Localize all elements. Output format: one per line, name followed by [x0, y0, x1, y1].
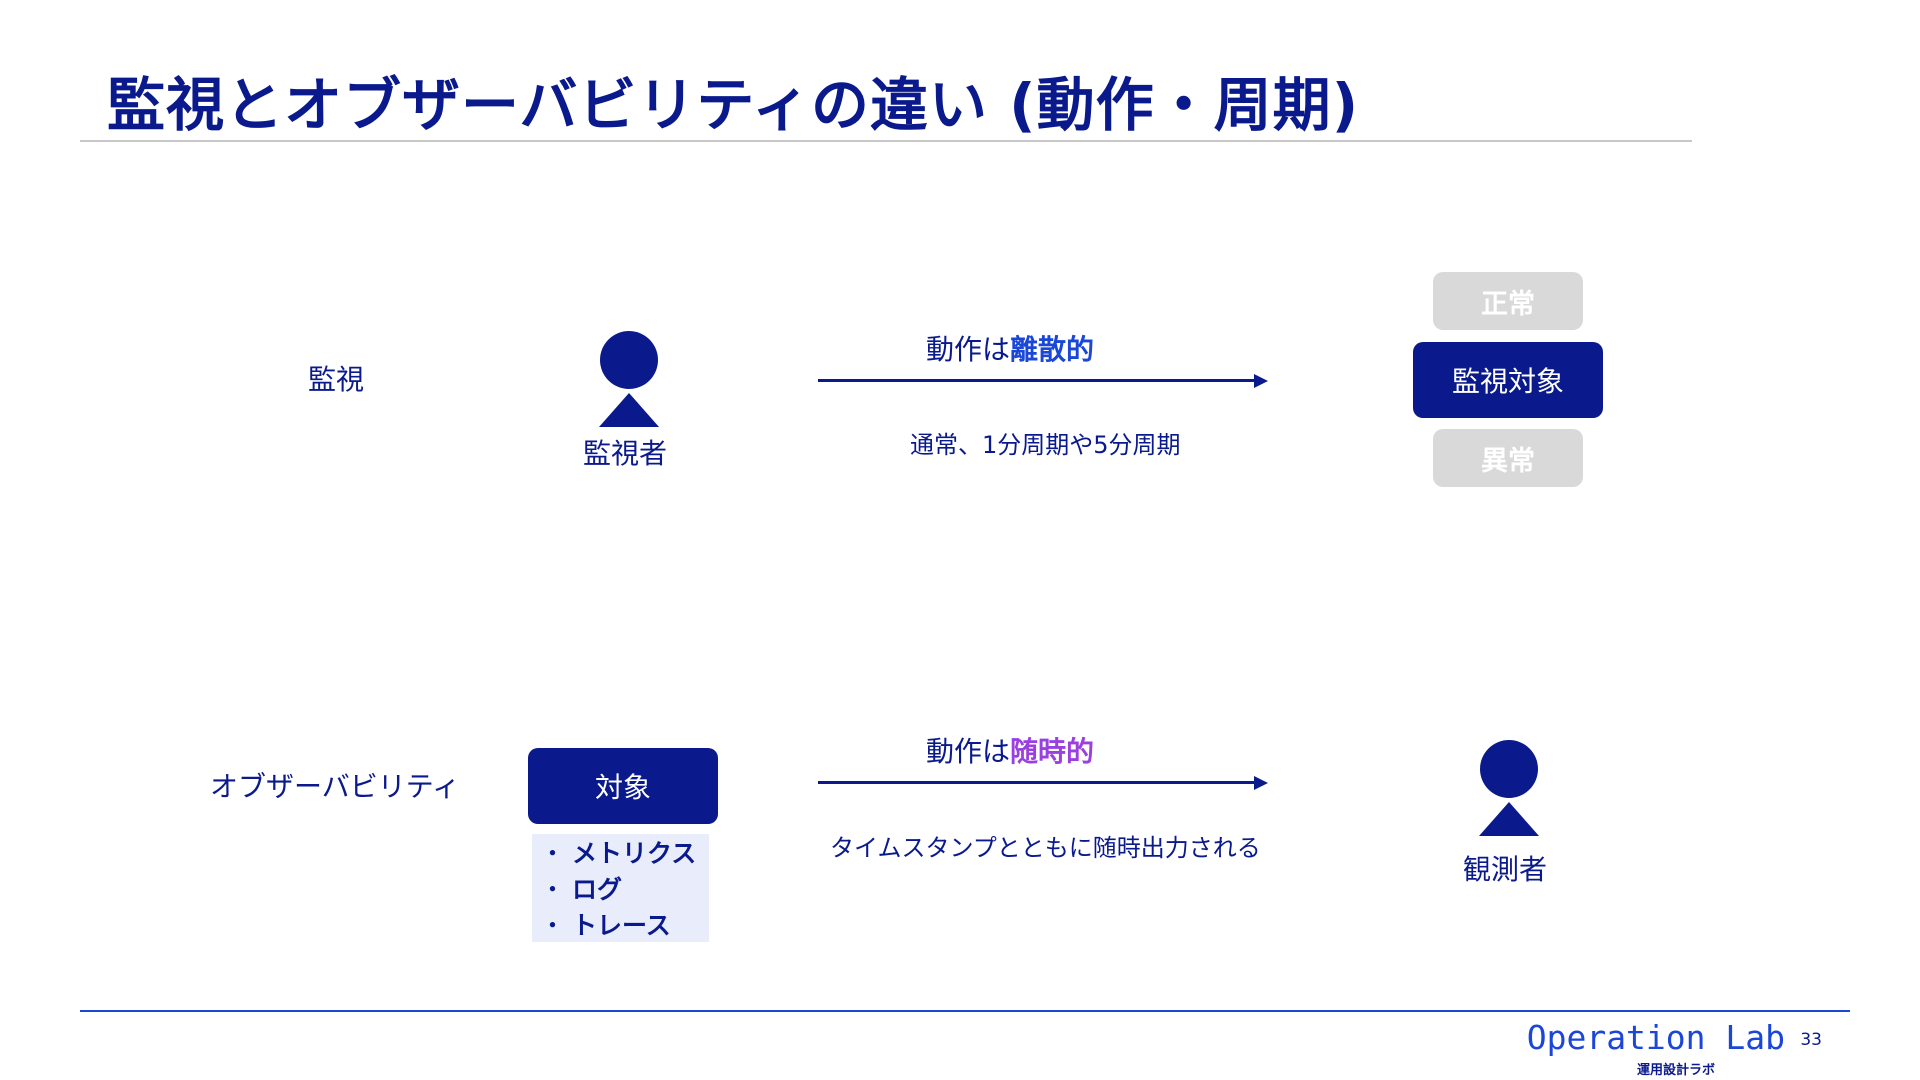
list-item: ・ メトリクス: [532, 834, 709, 870]
monitoring-target-box: 監視対象: [1413, 342, 1603, 418]
person-body: [1479, 802, 1539, 836]
observability-row-label: オブザーバビリティ: [210, 770, 461, 803]
bullet: ・: [540, 839, 566, 868]
brand-subtitle: 運用設計ラボ: [1636, 1063, 1715, 1078]
footer-divider: [80, 1010, 1850, 1012]
observability-arrow-line: [818, 781, 1256, 784]
signal-list: ・ メトリクス ・ ログ ・ トレース: [532, 834, 709, 942]
monitoring-arrow: [818, 374, 1268, 388]
monitoring-arrow-label-highlight: 離散的: [1010, 333, 1095, 366]
monitor-caption: 監視者: [583, 437, 668, 470]
signal-traces: トレース: [572, 911, 671, 940]
signal-logs: ログ: [572, 875, 623, 904]
bullet: ・: [540, 875, 566, 904]
page-number: 33: [1800, 1030, 1822, 1050]
bullet: ・: [540, 911, 566, 940]
slide-title: 監視とオブザーバビリティの違い (動作・周期): [107, 71, 1360, 139]
signal-metrics: メトリクス: [572, 839, 697, 868]
list-item: ・ トレース: [532, 906, 709, 942]
monitor-person-icon: [598, 331, 660, 427]
list-item: ・ ログ: [532, 870, 709, 906]
monitoring-arrow-subcaption: 通常、1分周期や5分周期: [910, 431, 1181, 459]
monitoring-arrow-label: 動作は離散的: [926, 328, 1094, 368]
observability-arrow-label-highlight: 随時的: [1010, 735, 1095, 768]
state-normal-badge: 正常: [1433, 272, 1583, 330]
observability-arrow-head-icon: [1254, 776, 1268, 790]
monitoring-arrow-head-icon: [1254, 374, 1268, 388]
observer-caption: 観測者: [1463, 853, 1548, 886]
observability-arrow-label: 動作は随時的: [926, 730, 1094, 770]
observability-arrow-subcaption: タイムスタンプとともに随時出力される: [830, 834, 1261, 862]
person-body: [599, 393, 659, 427]
monitoring-arrow-line: [818, 379, 1256, 382]
person-head: [1480, 740, 1538, 798]
observability-arrow: [818, 776, 1268, 790]
observability-target-box: 対象: [528, 748, 718, 824]
person-head: [600, 331, 658, 389]
observer-person-icon: [1478, 740, 1540, 836]
title-divider: [80, 140, 1692, 142]
brand-logo: Operation Lab: [1526, 1018, 1785, 1057]
observability-arrow-label-prefix: 動作は: [926, 735, 1011, 768]
state-abnormal-badge: 異常: [1433, 429, 1583, 487]
monitoring-arrow-label-prefix: 動作は: [926, 333, 1011, 366]
monitoring-row-label: 監視: [308, 363, 365, 396]
